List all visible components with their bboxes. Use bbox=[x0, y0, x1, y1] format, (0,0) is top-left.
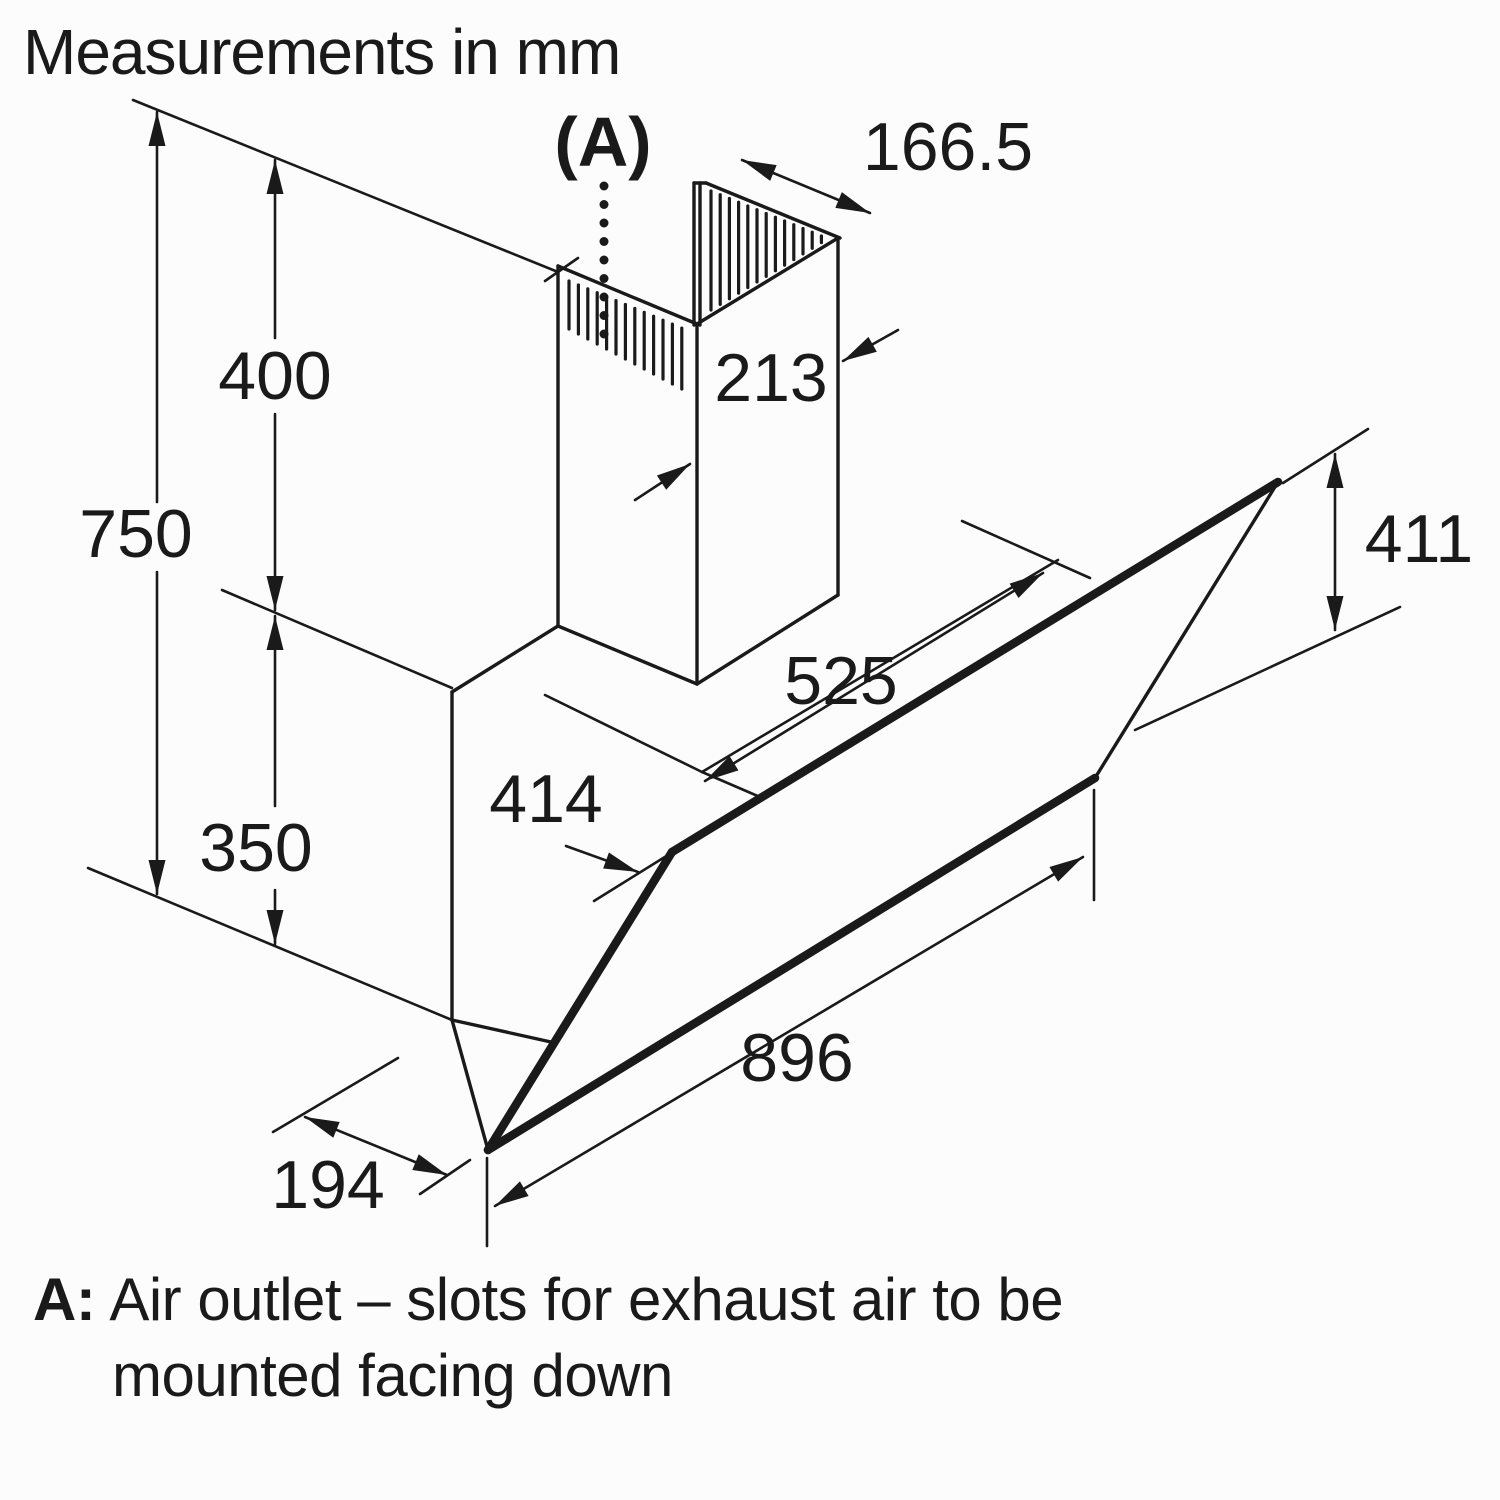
note-line2: mounted facing down bbox=[112, 1342, 673, 1410]
air-outlet-dotted-leader bbox=[599, 181, 609, 339]
label-dim-411: 411 bbox=[1364, 501, 1474, 577]
diagram-title: Measurements in mm bbox=[23, 16, 621, 88]
label-dim-166-5: 166.5 bbox=[862, 109, 1034, 185]
label-dim-525: 525 bbox=[784, 643, 898, 719]
note-line1: Air outlet – slots for exhaust air to be bbox=[109, 1266, 1064, 1333]
note-prefix: A: bbox=[33, 1266, 96, 1333]
label-dim-750: 750 bbox=[79, 496, 193, 572]
glass-panel-edges bbox=[483, 477, 1283, 1155]
label-dim-400: 400 bbox=[218, 338, 332, 414]
object-lines bbox=[450, 181, 1280, 1152]
air-outlet-note: A:Air outlet – slots for exhaust air to … bbox=[33, 1262, 1064, 1414]
label-dim-213: 213 bbox=[714, 340, 828, 416]
label-a-marker: (A) bbox=[554, 103, 652, 181]
construction-lines bbox=[86, 98, 1402, 1248]
label-dim-194: 194 bbox=[271, 1147, 385, 1223]
label-dim-414: 414 bbox=[489, 761, 603, 837]
label-dim-896: 896 bbox=[740, 1020, 854, 1096]
label-dim-350: 350 bbox=[199, 810, 313, 886]
dimension-arrows bbox=[148, 110, 1344, 1208]
vent-slot-hatching bbox=[567, 189, 824, 391]
